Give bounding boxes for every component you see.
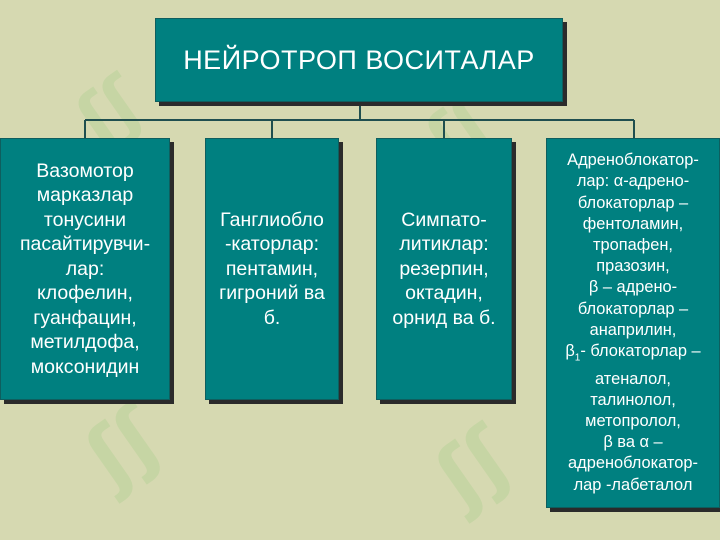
node-vasomotor: Вазомотор марказлар тонусини пасайтирувч… bbox=[0, 138, 170, 400]
node-adrenoblockers: Адреноблокатор- лар: α-адрено- блокаторл… bbox=[546, 138, 720, 508]
node-ganglioblockers: Ганглиобло -каторлар: пентамин, гигроний… bbox=[205, 138, 339, 400]
node-ganglioblockers-label: Ганглиобло -каторлар: пентамин, гигроний… bbox=[219, 208, 325, 329]
root-node: НЕЙРОТРОП ВОСИТАЛАР bbox=[155, 18, 563, 102]
root-node-label: НЕЙРОТРОП ВОСИТАЛАР bbox=[183, 44, 535, 75]
adreno-text-part1: Адреноблокатор- лар: α-адрено- блокаторл… bbox=[565, 151, 699, 361]
node-adrenoblockers-label: Адреноблокатор- лар: α-адрено- блокаторл… bbox=[565, 150, 700, 496]
node-vasomotor-label: Вазомотор марказлар тонусини пасайтирувч… bbox=[19, 159, 151, 378]
adreno-text-part2: - блокаторлар – атеналол, талинолол, мет… bbox=[568, 342, 701, 494]
node-sympatholytics-label: Симпато- литиклар: резерпин, октадин, ор… bbox=[392, 208, 496, 329]
node-sympatholytics: Симпато- литиклар: резерпин, октадин, ор… bbox=[376, 138, 512, 400]
adreno-subscript: 1 bbox=[574, 352, 581, 364]
